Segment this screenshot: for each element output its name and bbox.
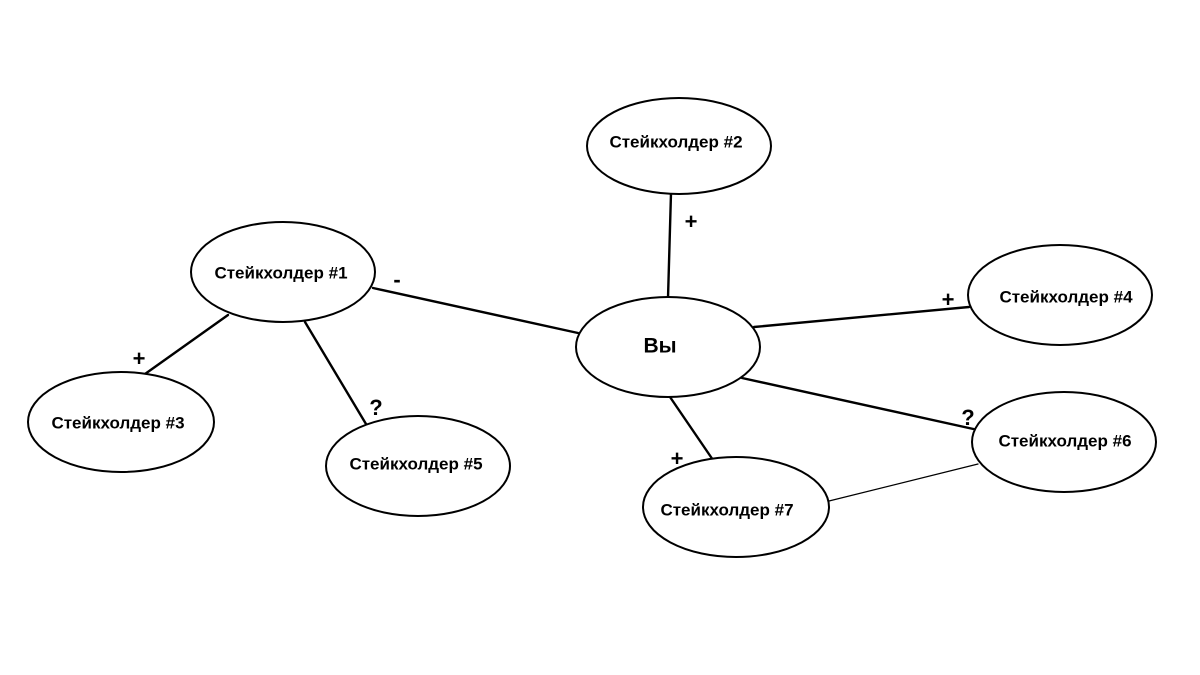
node-stakeholder-2-label: Стейкхолдер #2 <box>609 132 742 151</box>
node-stakeholder-1: Стейкхолдер #1 <box>190 221 376 323</box>
node-stakeholder-4: Стейкхолдер #4 <box>967 244 1153 346</box>
node-stakeholder-5-shape <box>325 415 511 517</box>
edge-s1-s5 <box>303 320 368 426</box>
node-center-label: Вы <box>643 335 676 358</box>
edge-label-center-s7: + <box>671 446 684 471</box>
edge-label-center-s6: ? <box>961 405 974 430</box>
node-stakeholder-4-shape <box>967 244 1153 346</box>
node-stakeholder-1-label: Стейкхолдер #1 <box>214 263 347 282</box>
edge-center-s1 <box>371 286 580 335</box>
node-stakeholder-3-label: Стейкхолдер #3 <box>51 413 184 432</box>
edge-label-center-s1: - <box>393 267 400 292</box>
node-stakeholder-2-shape <box>586 97 772 195</box>
node-stakeholder-3: Стейкхолдер #3 <box>27 371 215 473</box>
node-stakeholder-6: Стейкхолдер #6 <box>971 391 1157 493</box>
node-stakeholder-1-shape <box>190 221 376 323</box>
node-stakeholder-7: Стейкхолдер #7 <box>642 456 830 558</box>
node-stakeholder-5-label: Стейкхолдер #5 <box>349 454 482 473</box>
edge-labels: - + + ? + + ? <box>133 209 975 471</box>
node-stakeholder-3-shape <box>27 371 215 473</box>
edge-center-s4 <box>752 305 971 329</box>
edge-label-center-s2: + <box>685 209 698 234</box>
edge-center-s6 <box>740 376 989 434</box>
edge-s7-s6 <box>828 463 979 502</box>
node-stakeholder-7-shape <box>642 456 830 558</box>
edge-center-s7 <box>668 395 715 462</box>
edge-center-s2 <box>666 191 673 300</box>
node-stakeholder-7-label: Стейкхолдер #7 <box>660 500 793 519</box>
node-center-shape <box>575 296 761 398</box>
node-stakeholder-6-label: Стейкхолдер #6 <box>998 431 1131 450</box>
edge-label-s1-s5: ? <box>369 395 382 420</box>
node-center: Вы <box>575 296 761 398</box>
node-stakeholder-5: Стейкхолдер #5 <box>325 415 511 517</box>
edge-s1-s3 <box>143 313 230 376</box>
node-stakeholder-4-label: Стейкхолдер #4 <box>999 287 1133 306</box>
edges <box>143 191 989 502</box>
node-stakeholder-2: Стейкхолдер #2 <box>586 97 772 195</box>
edge-label-s1-s3: + <box>133 346 146 371</box>
node-stakeholder-6-shape <box>971 391 1157 493</box>
edge-label-center-s4: + <box>942 287 955 312</box>
